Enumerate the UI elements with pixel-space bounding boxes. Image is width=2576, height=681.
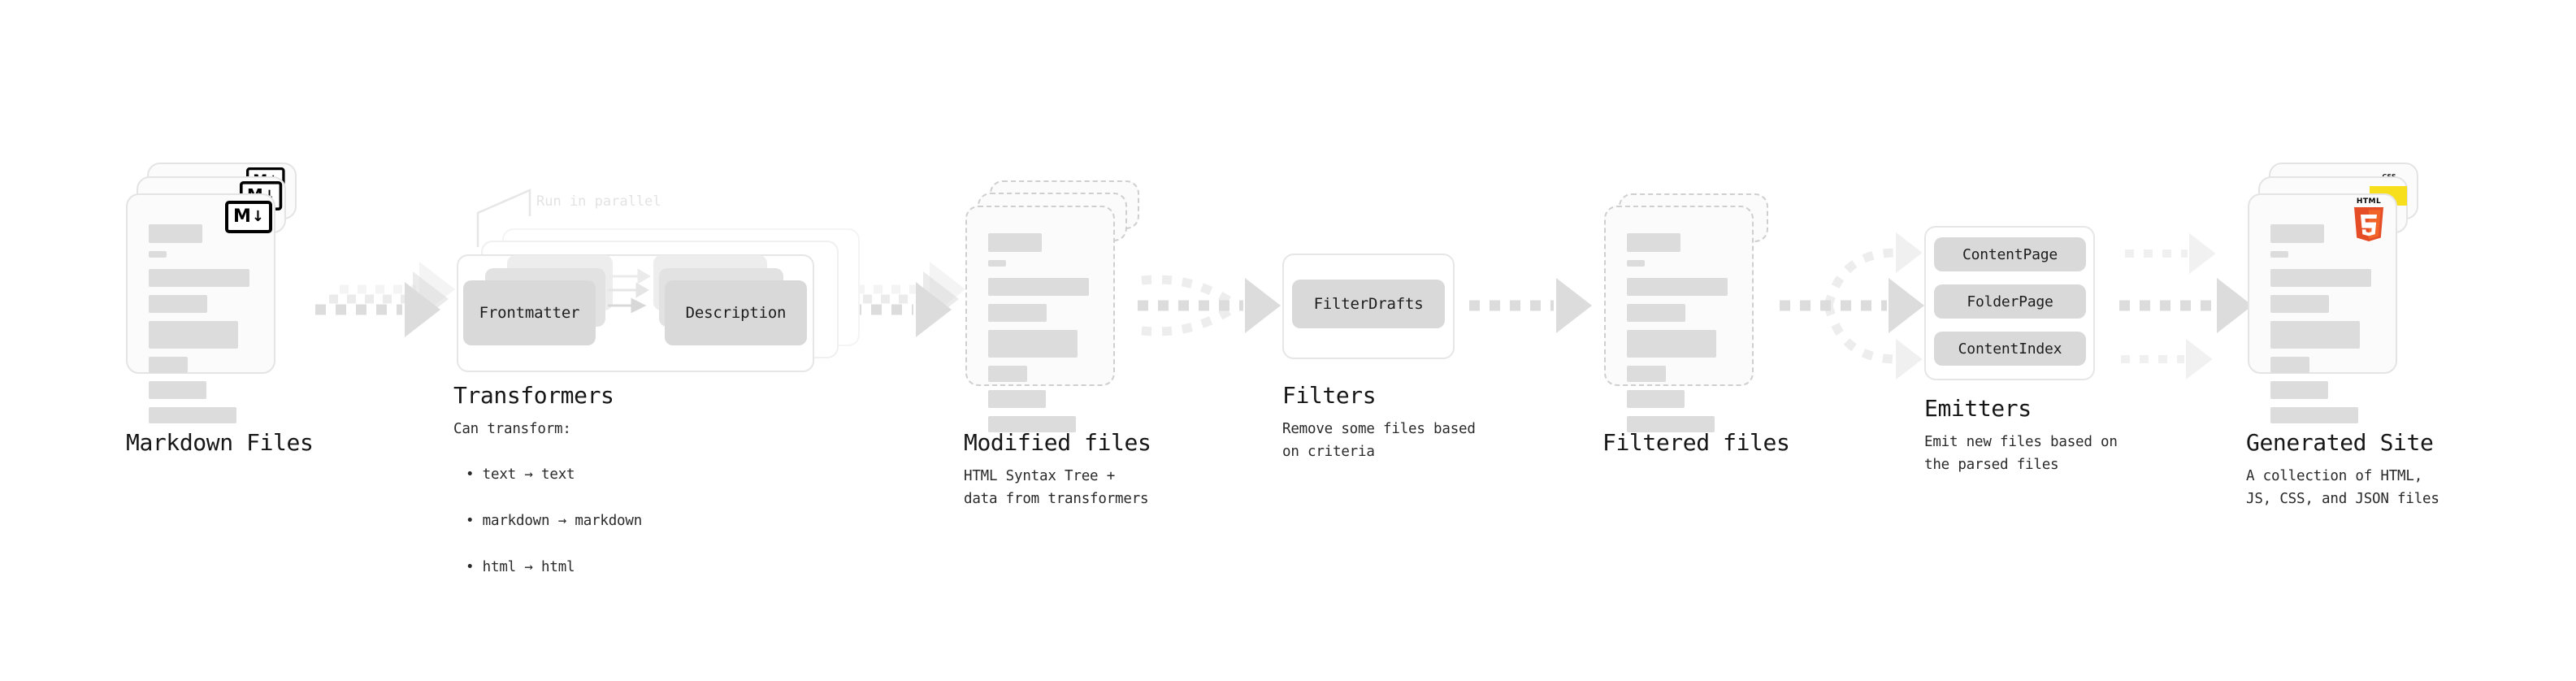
transformers-bullet-2: html → html — [482, 558, 575, 575]
markdown-file-content-lines — [149, 224, 258, 432]
doc-line — [149, 295, 207, 313]
doc-line — [2270, 357, 2309, 373]
doc-line — [988, 366, 1027, 382]
doc-line — [1627, 366, 1666, 382]
generated-site-content-lines — [2270, 224, 2379, 432]
html5-shield-glyph — [2354, 207, 2383, 241]
transformers-item-frontmatter[interactable]: Frontmatter — [463, 280, 596, 345]
connector-modified-to-filters — [1138, 275, 1281, 336]
markdown-badge-arrow: ↓ — [251, 208, 264, 225]
html5-badge-icon: HTML — [2352, 197, 2386, 241]
filters-title: Filters — [1282, 382, 1377, 409]
doc-line — [988, 330, 1078, 358]
doc-line — [988, 416, 1076, 432]
list-item: • markdown → markdown — [466, 487, 642, 533]
bullet-dot: • — [466, 466, 483, 484]
doc-line — [1627, 390, 1685, 408]
generated-site-card-front[interactable] — [2248, 193, 2397, 423]
doc-line — [2270, 381, 2328, 399]
bullet-dot: • — [466, 513, 483, 530]
transformers-item-description[interactable]: Description — [665, 280, 807, 345]
doc-line — [2270, 407, 2358, 423]
run-in-parallel-label: Run in parallel — [536, 193, 661, 210]
doc-line — [149, 251, 167, 258]
markdown-badge-icon: M↓ — [225, 201, 272, 233]
modified-file-card-front[interactable] — [965, 206, 1115, 432]
transformers-bullet-1: markdown → markdown — [482, 513, 643, 530]
markdown-files-title: Markdown Files — [126, 429, 314, 456]
emitters-item-contentindex-label: ContentIndex — [1958, 340, 2062, 358]
transformers-inner-arrows — [608, 268, 651, 314]
filters-subtitle: Remove some files based on criteria — [1282, 421, 1476, 461]
connector-emitters-to-site — [2119, 232, 2253, 380]
transformers-bullet-list: • text → text • markdown → markdown • ht… — [466, 440, 642, 579]
bullet-dot: • — [466, 558, 483, 575]
list-item: • html → html — [466, 532, 642, 579]
filters-item-filterdrafts-label: FilterDrafts — [1313, 295, 1424, 313]
emitters-item-folderpage-label: FolderPage — [1967, 293, 2053, 310]
markdown-badge-m: M — [233, 206, 251, 227]
transformers-item-frontmatter-label: Frontmatter — [479, 304, 580, 322]
doc-line — [988, 278, 1089, 296]
doc-line — [149, 269, 249, 287]
doc-line — [149, 321, 238, 349]
doc-line — [1627, 330, 1716, 358]
doc-line — [988, 233, 1042, 252]
modified-files-title: Modified files — [964, 429, 1151, 456]
connector-filtered-to-emitters — [1780, 232, 1924, 380]
filtered-files-title: Filtered files — [1602, 429, 1790, 456]
doc-line — [2270, 321, 2360, 349]
doc-line — [149, 381, 206, 399]
doc-line — [149, 357, 188, 373]
emitters-subtitle: Emit new files based on the parsed files — [1924, 434, 2118, 474]
doc-line — [988, 260, 1006, 267]
doc-line — [1627, 278, 1728, 296]
doc-line — [1627, 416, 1715, 432]
doc-line — [1627, 233, 1680, 252]
doc-line — [2270, 269, 2371, 287]
doc-line — [2270, 251, 2288, 258]
emitters-item-contentpage[interactable]: ContentPage — [1934, 237, 2086, 271]
doc-line — [2270, 224, 2324, 243]
modified-files-subtitle: HTML Syntax Tree + data from transformer… — [964, 468, 1149, 508]
doc-line — [1627, 304, 1685, 322]
emitters-title: Emitters — [1924, 395, 2032, 422]
generated-site-subtitle: A collection of HTML, JS, CSS, and JSON … — [2246, 468, 2439, 508]
transformers-bullet-0: text → text — [482, 466, 575, 484]
filtered-file-card-front[interactable] — [1604, 206, 1754, 432]
generated-site-title: Generated Site — [2246, 429, 2434, 456]
list-item: • text → text — [466, 440, 642, 487]
transformers-title: Transformers — [453, 382, 614, 409]
transformers-subtitle: Can transform: — [453, 421, 571, 437]
doc-line — [2270, 295, 2329, 313]
html5-badge-label: HTML — [2356, 197, 2382, 206]
emitters-item-folderpage[interactable]: FolderPage — [1934, 284, 2086, 319]
doc-line — [988, 304, 1047, 322]
modified-file-content-lines — [988, 233, 1097, 440]
filtered-file-content-lines — [1627, 233, 1736, 440]
doc-line — [988, 390, 1046, 408]
filters-item-filterdrafts[interactable]: FilterDrafts — [1292, 280, 1445, 328]
emitters-item-contentpage-label: ContentPage — [1962, 245, 2058, 263]
connector-markdown-to-transformers — [315, 262, 455, 337]
doc-line — [149, 224, 202, 243]
connector-filters-to-filtered — [1469, 278, 1592, 333]
run-in-parallel-bracket — [476, 189, 531, 247]
emitters-item-contentindex[interactable]: ContentIndex — [1934, 332, 2086, 366]
doc-line — [149, 407, 236, 423]
doc-line — [1627, 260, 1645, 267]
transformers-item-description-label: Description — [685, 304, 787, 322]
